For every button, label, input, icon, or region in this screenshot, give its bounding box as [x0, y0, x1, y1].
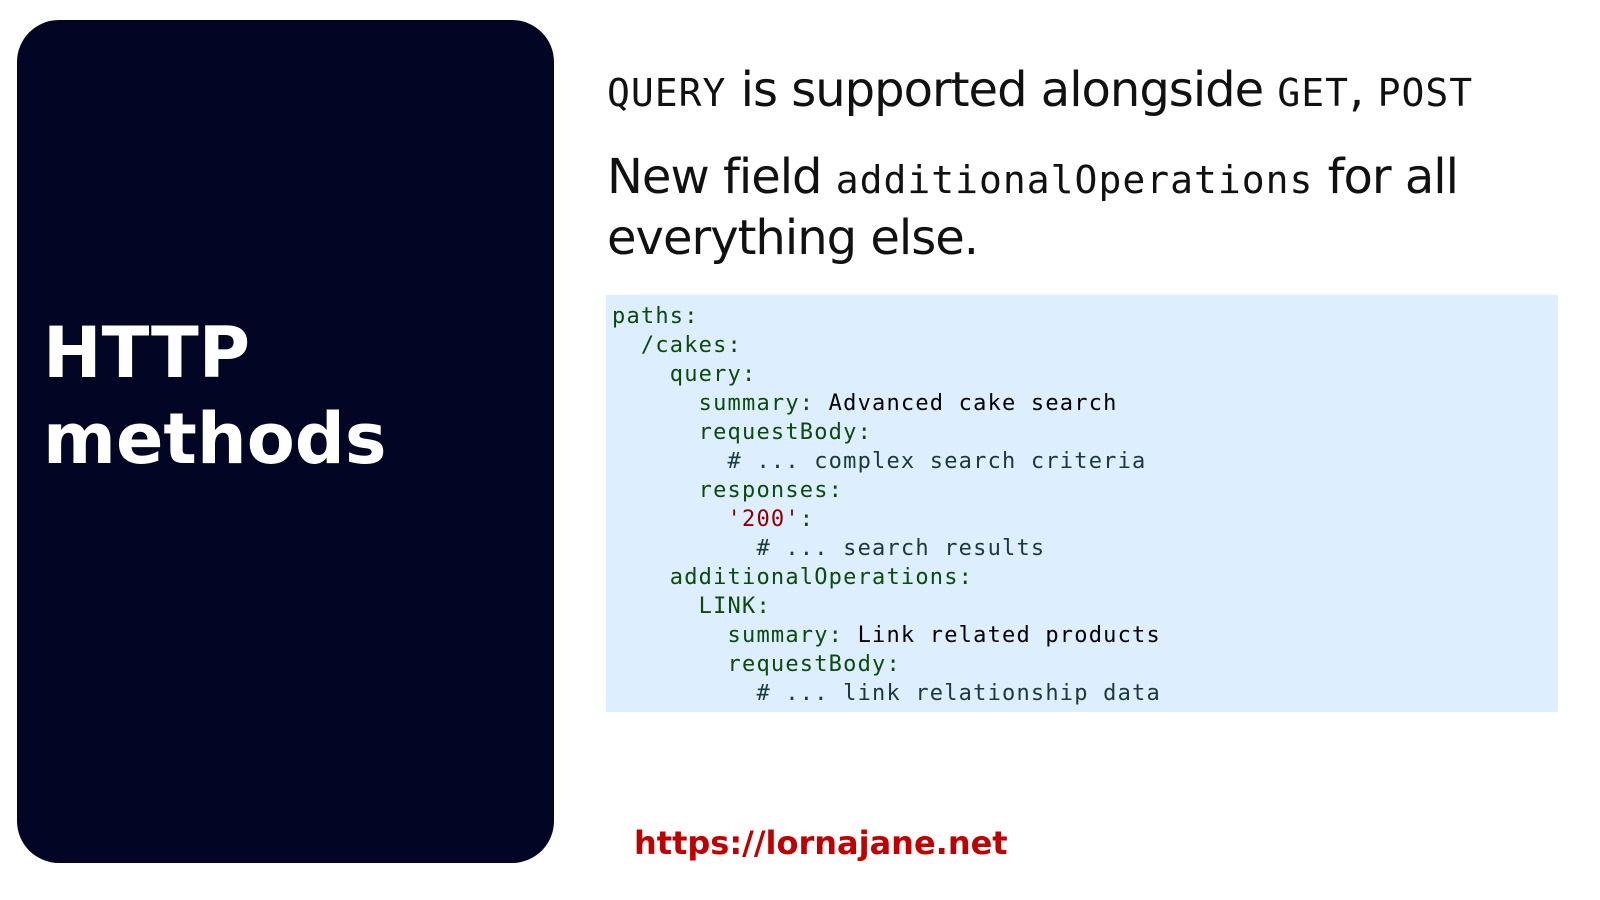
code-line: summary: Advanced cake search — [612, 389, 1558, 418]
code-line: additionalOperations: — [612, 563, 1558, 592]
code-comment: # ... complex search criteria — [612, 449, 1147, 474]
query-support-heading: QUERY is supported alongside GET, POST — [607, 62, 1473, 118]
title-panel: HTTP methods — [17, 20, 554, 863]
code-line: query: — [612, 360, 1558, 389]
code-get: GET — [1277, 71, 1350, 115]
code-line: summary: Link related products — [612, 621, 1558, 650]
code-key: responses: — [612, 478, 844, 503]
code-query: QUERY — [607, 71, 727, 115]
code-line: paths: — [612, 302, 1558, 331]
separator: , — [1349, 62, 1378, 118]
heading-text: New field — [607, 149, 836, 205]
code-string: '200' — [612, 507, 800, 532]
footer-url-link[interactable]: https://lornajane.net — [634, 824, 1008, 862]
slide-title-line1: HTTP — [43, 312, 250, 394]
code-line: # ... search results — [612, 534, 1558, 563]
code-key: : — [799, 507, 815, 532]
code-key: additionalOperations: — [612, 565, 974, 590]
code-post: POST — [1377, 71, 1474, 115]
code-line: '200': — [612, 505, 1558, 534]
code-key: requestBody: — [612, 420, 873, 445]
code-line: # ... link relationship data — [612, 679, 1558, 708]
heading-text: for all everything else. — [607, 149, 1459, 266]
code-key: paths: — [612, 304, 699, 329]
code-comment: # ... link relationship data — [612, 681, 1161, 706]
additional-operations-heading: New field additionalOperations for all e… — [607, 148, 1547, 267]
code-line: requestBody: — [612, 650, 1558, 679]
code-additional-operations: additionalOperations — [835, 158, 1314, 202]
slide-title: HTTP methods — [43, 310, 387, 482]
code-key: requestBody: — [612, 652, 901, 677]
code-key: summary: — [612, 391, 815, 416]
code-comment: # ... search results — [612, 536, 1046, 561]
code-key: /cakes: — [612, 333, 743, 358]
code-value: Link related products — [843, 623, 1161, 648]
code-line: responses: — [612, 476, 1558, 505]
code-key: summary: — [612, 623, 844, 648]
code-line: /cakes: — [612, 331, 1558, 360]
code-line: LINK: — [612, 592, 1558, 621]
code-key: LINK: — [612, 594, 771, 619]
code-block: paths: /cakes: query: summary: Advanced … — [606, 295, 1558, 712]
code-value: Advanced cake search — [814, 391, 1118, 416]
code-key: query: — [612, 362, 757, 387]
code-line: # ... complex search criteria — [612, 447, 1558, 476]
slide-title-line2: methods — [43, 398, 387, 480]
code-line: requestBody: — [612, 418, 1558, 447]
heading-text: is supported alongside — [726, 62, 1278, 118]
